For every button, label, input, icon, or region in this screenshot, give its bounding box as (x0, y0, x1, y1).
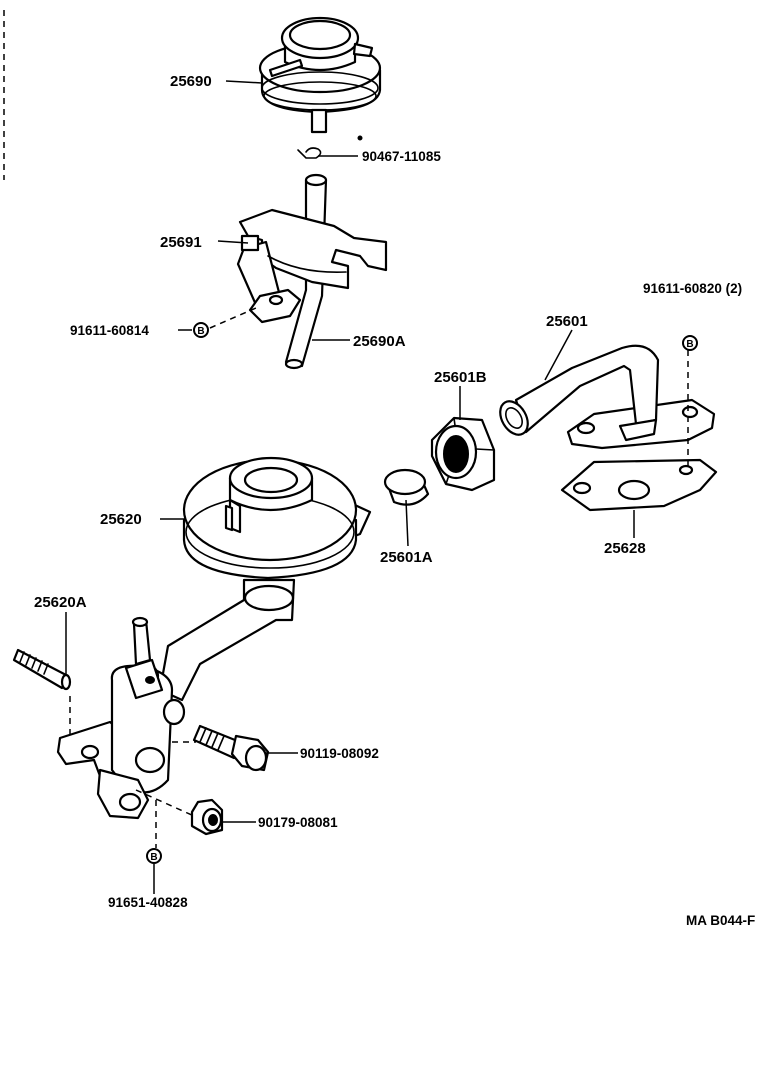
label-25601[interactable]: 25601 (546, 313, 588, 330)
part-25620-egr-valve[interactable] (56, 456, 372, 820)
label-90467-11085[interactable]: 90467-11085 (362, 149, 441, 164)
label-25628[interactable]: 25628 (604, 540, 646, 557)
part-25691-bracket[interactable] (236, 208, 388, 324)
part-90467-clip[interactable] (297, 147, 322, 159)
label-25691[interactable]: 25691 (160, 234, 202, 251)
part-25690-modulator[interactable] (258, 16, 382, 141)
label-25690A[interactable]: 25690A (353, 333, 406, 350)
part-25601A-ferrule[interactable] (383, 468, 430, 506)
svg-text:B: B (197, 326, 204, 337)
label-25601B[interactable]: 25601B (434, 369, 487, 386)
reference-code: MA B044-F (686, 913, 755, 928)
washer-mark-icon: B (682, 335, 698, 351)
label-90119-08092[interactable]: 90119-08092 (300, 746, 379, 761)
leader-lines (65, 80, 635, 894)
washer-mark-icon: B (146, 848, 162, 864)
part-25601-pipe[interactable] (495, 344, 716, 450)
label-91611-60814[interactable]: 91611-60814 (70, 323, 149, 338)
label-25690[interactable]: 25690 (170, 73, 212, 90)
part-90119-bolt[interactable] (192, 724, 270, 772)
part-25601B-nut[interactable] (430, 416, 496, 492)
washer-mark-icon: B (193, 322, 209, 338)
part-90179-nut[interactable] (190, 798, 224, 836)
label-25620A[interactable]: 25620A (34, 594, 87, 611)
part-25628-gasket[interactable] (560, 458, 718, 512)
svg-text:B: B (150, 852, 157, 863)
svg-text:B: B (686, 339, 693, 350)
label-25601A[interactable]: 25601A (380, 549, 433, 566)
assembly-guide-lines (69, 307, 689, 848)
label-25620[interactable]: 25620 (100, 511, 142, 528)
label-91651-40828[interactable]: 91651-40828 (108, 895, 188, 910)
label-91611-60820[interactable]: 91611-60820 (2) (643, 281, 742, 296)
part-25620A-stud[interactable] (12, 648, 72, 691)
label-90179-08081[interactable]: 90179-08081 (258, 815, 338, 830)
